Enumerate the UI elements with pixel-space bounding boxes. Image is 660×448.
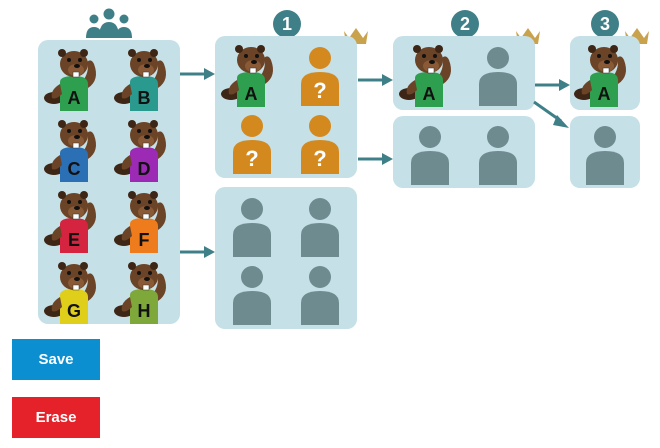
- round-1-slot-empty[interactable]: [217, 189, 287, 259]
- contestant-letter: D: [138, 159, 151, 179]
- round-2-slot-a[interactable]: A: [395, 38, 465, 108]
- beaver-icon: E: [44, 191, 96, 253]
- group-icon: [84, 8, 134, 38]
- contestant-letter: C: [68, 159, 81, 179]
- contestant-letter: F: [139, 230, 150, 250]
- beaver-icon: A: [44, 49, 96, 111]
- erase-button[interactable]: Erase: [12, 397, 100, 438]
- question-mark-person-icon: ?: [301, 115, 339, 174]
- contestant-h[interactable]: H: [110, 255, 180, 325]
- arrow-round2-to-round3-top: [535, 77, 571, 93]
- arrow-round1-to-round2-top: [358, 72, 394, 88]
- person-silhouette-icon: [301, 266, 339, 325]
- beaver-icon: H: [114, 262, 166, 324]
- round-1-slot-empty[interactable]: [217, 257, 287, 327]
- contestant-letter: B: [138, 88, 151, 108]
- contestant-g[interactable]: G: [40, 255, 110, 325]
- beaver-icon: D: [114, 120, 166, 182]
- person-silhouette-icon: [479, 126, 517, 185]
- round-2-slot-empty[interactable]: [463, 117, 533, 187]
- question-mark: ?: [245, 146, 258, 171]
- beaver-icon: A: [574, 45, 626, 107]
- question-mark-person-icon: ?: [301, 47, 339, 106]
- round-1-slot-empty[interactable]: [285, 189, 355, 259]
- round-3-winner-slot-a[interactable]: A: [570, 38, 640, 108]
- contestant-f[interactable]: F: [110, 184, 180, 254]
- arrow-pool-to-round1-bottom: [180, 244, 216, 260]
- contestant-letter: A: [423, 84, 436, 104]
- contestant-letter: G: [67, 301, 81, 321]
- beaver-icon: B: [114, 49, 166, 111]
- beaver-icon: G: [44, 262, 96, 324]
- person-silhouette-icon: [479, 47, 517, 106]
- round-1-slot-unknown[interactable]: ?: [217, 106, 287, 176]
- question-mark-person-icon: ?: [233, 115, 271, 174]
- beaver-icon: A: [221, 45, 273, 107]
- save-button[interactable]: Save: [12, 339, 100, 380]
- contestant-letter: A: [68, 88, 81, 108]
- person-silhouette-icon: [233, 266, 271, 325]
- person-silhouette-icon: [301, 198, 339, 257]
- round-3-runner-up-slot[interactable]: [570, 117, 640, 187]
- round-2-slot-empty[interactable]: [395, 117, 465, 187]
- person-silhouette-icon: [233, 198, 271, 257]
- question-mark: ?: [313, 146, 326, 171]
- round-1-badge: 1: [273, 10, 301, 38]
- round-1-slot-empty[interactable]: [285, 257, 355, 327]
- beaver-icon: F: [114, 191, 166, 253]
- round-2-badge: 2: [451, 10, 479, 38]
- round-3-badge: 3: [591, 10, 619, 38]
- round-1-slot-unknown[interactable]: ?: [285, 38, 355, 108]
- beaver-icon: C: [44, 120, 96, 182]
- round-1-slot-a[interactable]: A: [217, 38, 287, 108]
- arrow-round1-to-round2-bottom: [358, 151, 394, 167]
- round-2-slot-empty[interactable]: [463, 38, 533, 108]
- contestant-b[interactable]: B: [110, 42, 180, 112]
- beaver-icon: A: [399, 45, 451, 107]
- question-mark: ?: [313, 78, 326, 103]
- contestant-letter: H: [138, 301, 151, 321]
- arrow-round2-to-round3-bottom: [533, 100, 571, 130]
- person-silhouette-icon: [586, 126, 624, 185]
- arrow-pool-to-round1-top: [180, 66, 216, 82]
- contestant-d[interactable]: D: [110, 113, 180, 183]
- contestant-letter: A: [598, 84, 611, 104]
- contestant-c[interactable]: C: [40, 113, 110, 183]
- round-1-slot-unknown[interactable]: ?: [285, 106, 355, 176]
- contestant-letter: A: [245, 84, 258, 104]
- contestant-a[interactable]: A: [40, 42, 110, 112]
- contestant-e[interactable]: E: [40, 184, 110, 254]
- person-silhouette-icon: [411, 126, 449, 185]
- contestant-letter: E: [68, 230, 80, 250]
